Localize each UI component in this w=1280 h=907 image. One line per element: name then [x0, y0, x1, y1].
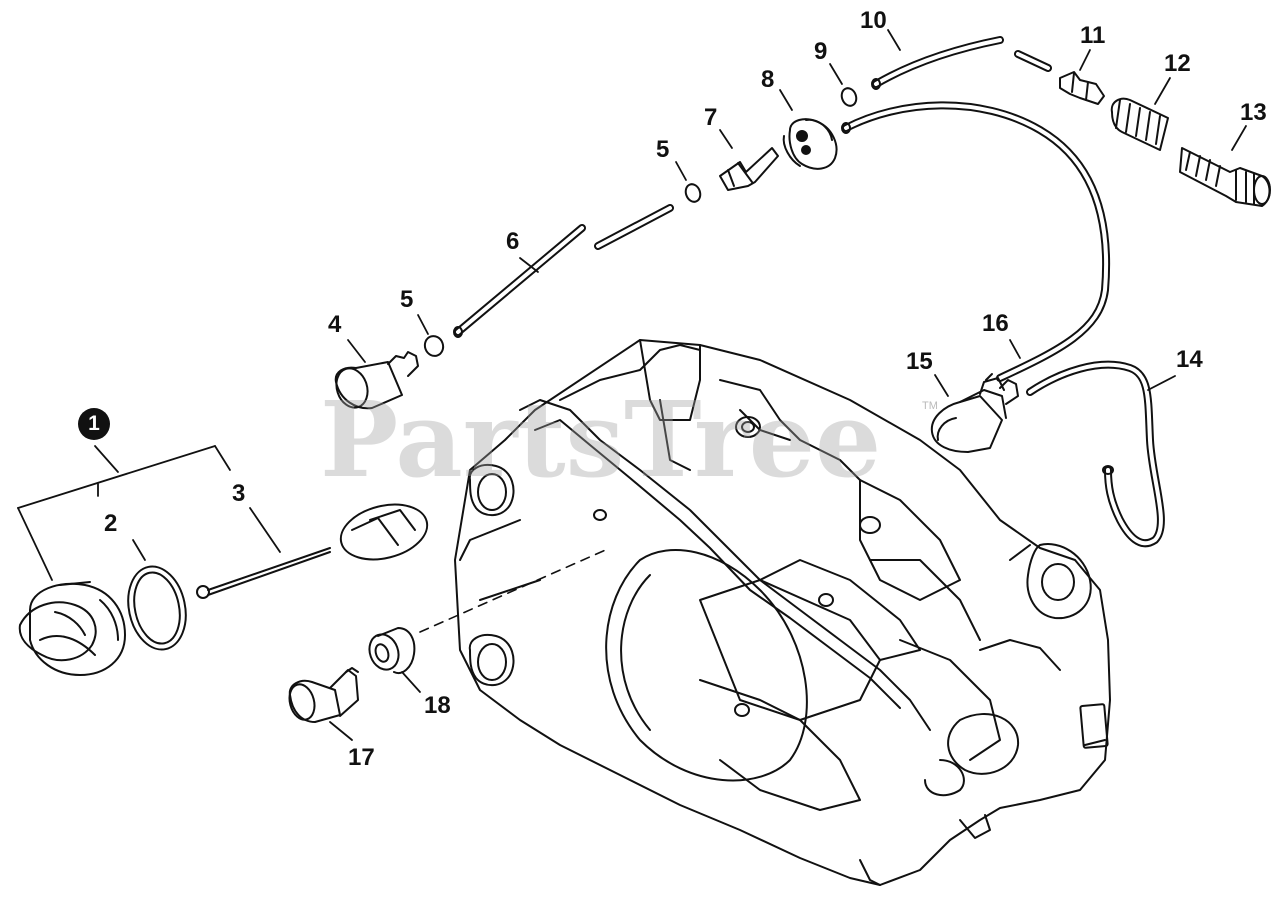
oil-filter-4 [334, 351, 419, 410]
plug-17 [288, 667, 359, 723]
callout-15[interactable]: 15 [906, 348, 933, 375]
callout-6[interactable]: 6 [506, 228, 520, 255]
callout-2[interactable]: 2 [104, 510, 118, 537]
callout-9[interactable]: 9 [814, 38, 828, 65]
hose-16 [841, 101, 1111, 382]
callout-16[interactable]: 16 [982, 310, 1009, 337]
assembly-guide-line [419, 547, 611, 633]
hose-nipple-11 [1059, 71, 1105, 105]
callout-11[interactable]: 11 [1080, 22, 1106, 49]
hose-14 [1026, 360, 1165, 548]
callout-17[interactable]: 17 [348, 744, 375, 771]
callout-1-leader-lines [17, 445, 231, 581]
callout-13[interactable]: 13 [1240, 99, 1267, 126]
watermark-logo: PartsTree [320, 378, 882, 501]
callout-7[interactable]: 7 [704, 104, 718, 131]
callout-12[interactable]: 12 [1164, 50, 1191, 77]
o-ring-5-lower [423, 335, 445, 357]
callout-5-lower[interactable]: 5 [400, 286, 414, 313]
callout-1-badge[interactable]: 1 [78, 408, 110, 440]
callout-5-upper[interactable]: 5 [656, 136, 670, 163]
oil-cap [18, 581, 126, 676]
oil-hose-6 [453, 204, 674, 338]
callout-18[interactable]: 18 [424, 692, 451, 719]
callout-8[interactable]: 8 [761, 66, 775, 93]
crankcase-housing [454, 339, 1111, 886]
sleeve-12 [1110, 97, 1169, 151]
o-ring-9 [840, 87, 858, 107]
callout-3[interactable]: 3 [232, 480, 246, 507]
hose-10 [871, 36, 1052, 90]
o-ring-2 [127, 565, 187, 651]
watermark-trademark: TM [922, 400, 938, 412]
callout-4[interactable]: 4 [328, 311, 342, 338]
o-ring-5-upper [684, 183, 702, 203]
callout-14[interactable]: 14 [1176, 346, 1203, 373]
callout-10[interactable]: 10 [860, 7, 887, 34]
hose-nipple-7 [719, 147, 779, 191]
cap-strap [196, 503, 429, 599]
primer-bulb-15 [930, 373, 1019, 453]
grommet-18 [368, 627, 416, 674]
grommet-8 [782, 118, 838, 170]
strainer-13 [1179, 147, 1271, 207]
